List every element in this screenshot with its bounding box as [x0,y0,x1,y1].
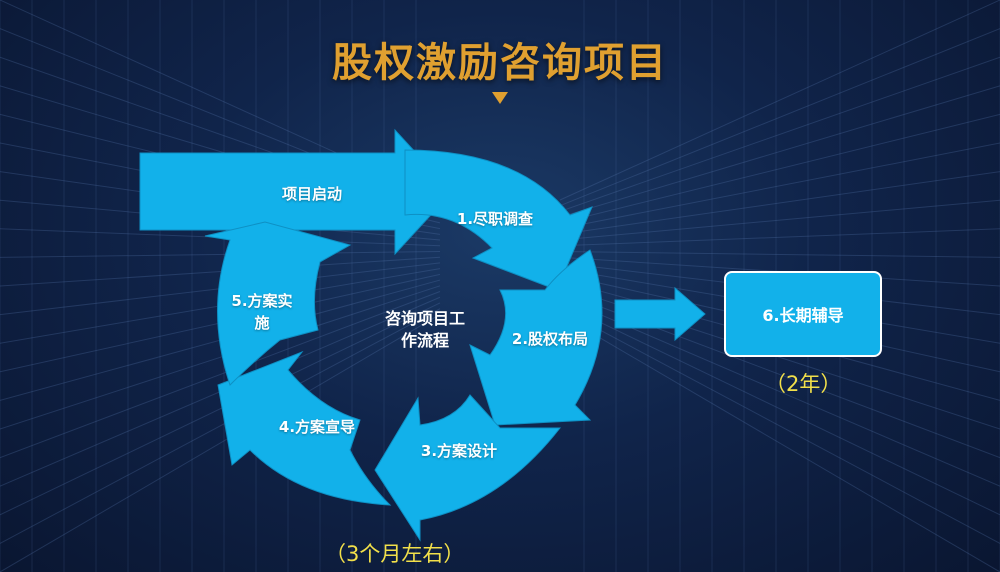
title-down-marker-icon [492,92,508,104]
step-start-label: 项目启动 [281,185,342,203]
long-term-box: 6.长期辅导 [724,271,882,357]
segment-3-arrow [374,394,562,542]
center-label-line2: 作流程 [400,331,449,350]
segment-5-arrow [204,221,352,386]
step-5-label-line1: 5.方案实 [231,292,293,310]
segment-4-arrow [217,350,392,506]
page-title: 股权激励咨询项目 [332,40,668,86]
step-1-label: 1.尽职调查 [456,210,534,228]
center-label-line1: 咨询项目工 [384,309,465,328]
segment-1-arrow [404,149,593,291]
center-label: 咨询项目工 作流程 [335,308,515,352]
long-term-arrow [614,286,706,342]
step-5-label-line2: 施 [254,314,270,332]
step-3-label: 3.方案设计 [420,442,498,460]
step-4-label: 4.方案宣导 [278,418,356,436]
step-2-label: 2.股权布局 [511,330,589,348]
start-arrow [139,128,453,256]
long-term-label: 6.长期辅导 [762,306,844,325]
segment-2-arrow [469,249,603,426]
long-term-duration: （2年） [765,372,842,396]
cycle-duration: （3个月左右） [325,542,465,566]
